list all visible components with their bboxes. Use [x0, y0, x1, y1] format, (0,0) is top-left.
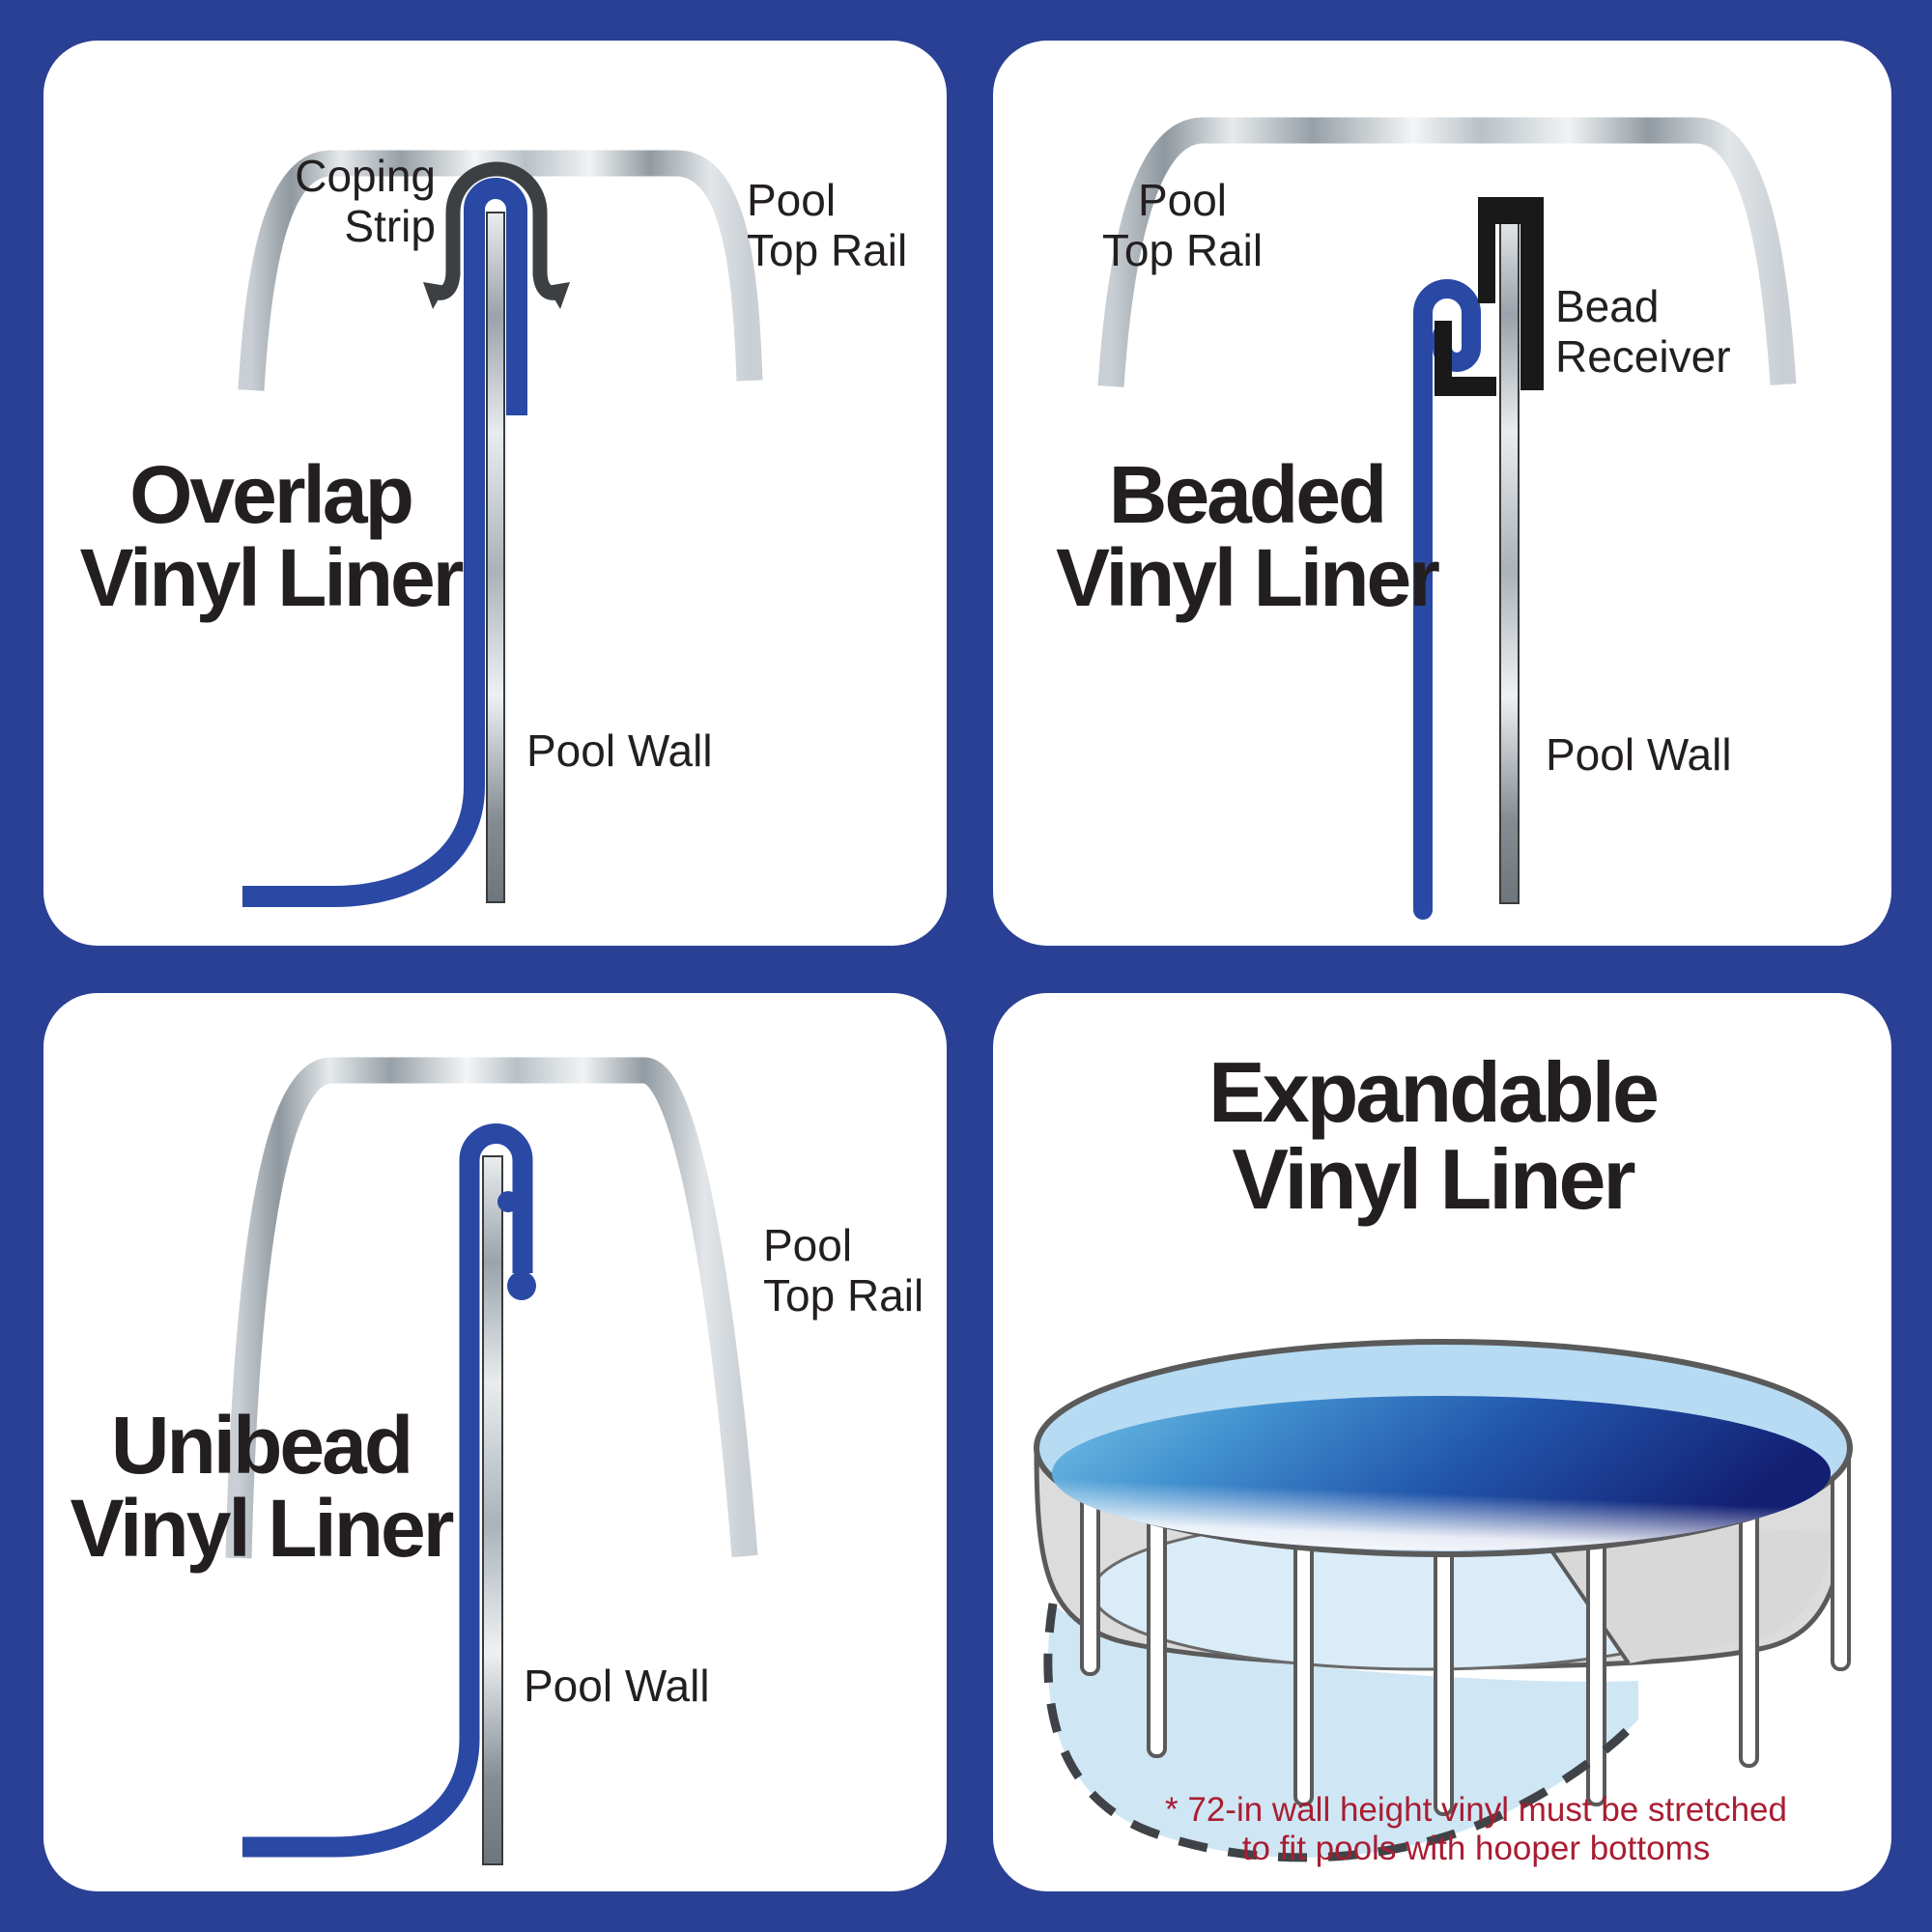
unibead-title: Unibead Vinyl Liner — [70, 1400, 455, 1574]
pool-water-fade — [1052, 1396, 1831, 1550]
expanded-bottom-shape — [1047, 1604, 1638, 1858]
coping-arrow-tips — [423, 282, 570, 309]
label-coping-strip: Coping Strip — [295, 151, 436, 251]
unibead-liner-diagram — [225, 1057, 758, 1865]
pool-top-rail-shape — [238, 150, 763, 391]
bead-receiver-shape — [1435, 197, 1544, 396]
pool-wall-shape — [486, 212, 505, 903]
expanded-bottom-dashed-outline — [1043, 1603, 1642, 1862]
liner-nub — [497, 1191, 519, 1212]
pool-wall-shape — [482, 1155, 503, 1865]
label-pool-top-rail: Pool Top Rail — [747, 175, 908, 275]
label-bead-receiver: Bead Receiver — [1555, 281, 1731, 382]
liner-bead-hook — [507, 1271, 536, 1300]
pool-top-rail-shape — [225, 1057, 758, 1559]
panel-overlap-vinyl-liner: Coping Strip Pool Top Rail Overlap Vinyl… — [43, 41, 947, 946]
liner-shape — [242, 1123, 533, 1858]
label-pool-top-rail: Pool Top Rail — [1101, 175, 1264, 275]
overlap-title: Overlap Vinyl Liner — [79, 449, 465, 623]
expandable-title: Expandable Vinyl Liner — [1208, 1044, 1660, 1227]
overlap-liner-diagram — [238, 150, 763, 907]
label-pool-wall: Pool Wall — [1546, 729, 1732, 780]
pool-wall-shape — [1499, 210, 1520, 904]
expandable-pool-illustration — [1034, 1339, 1853, 1862]
liner-shape — [242, 178, 527, 907]
expandable-footnote: * 72-in wall height vinyl must be stretc… — [1165, 1791, 1787, 1868]
beaded-liner-diagram — [1097, 117, 1797, 920]
label-pool-wall: Pool Wall — [526, 725, 713, 776]
panel-unibead-vinyl-liner: Pool Top Rail Unibead Vinyl Liner Pool W… — [43, 993, 947, 1891]
label-pool-wall: Pool Wall — [524, 1661, 710, 1711]
panel-expandable-vinyl-liner: Expandable Vinyl Liner * 72-in wall heig… — [993, 993, 1891, 1891]
panel-beaded-vinyl-liner: Pool Top Rail Bead Receiver Beaded Vinyl… — [993, 41, 1891, 946]
pool-top-rail-shape — [1097, 117, 1797, 387]
label-pool-top-rail: Pool Top Rail — [763, 1220, 924, 1321]
beaded-title: Beaded Vinyl Liner — [1056, 449, 1440, 623]
